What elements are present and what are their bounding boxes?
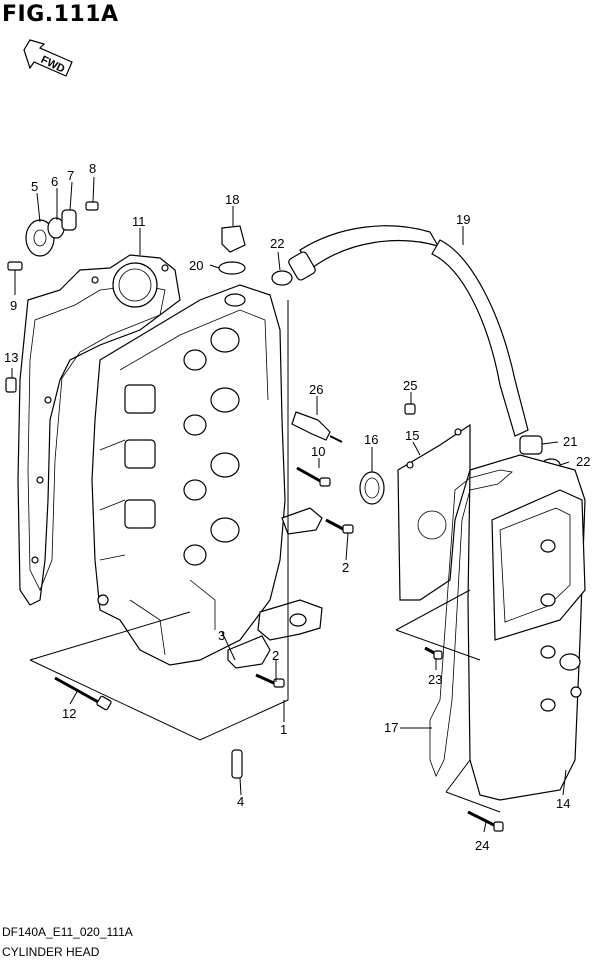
cylinder-head-gasket [17,254,181,606]
callout-22-upper: 22 [270,236,284,251]
spark-plug [291,411,343,443]
cylinder-head-cover [467,454,586,801]
callout-22-lower: 22 [576,454,590,469]
thermostat-cover-assembly [7,201,99,271]
clamp-22-upper [271,270,293,286]
callout-12: 12 [62,706,76,721]
callout-23: 23 [428,672,442,687]
callout-3: 3 [218,628,225,643]
callout-7: 7 [67,168,74,183]
callout-25: 25 [403,378,417,393]
bolt-24 [467,810,504,832]
callout-1: 1 [280,722,287,737]
o-ring-20 [218,261,246,275]
oil-filler-cap [221,225,246,253]
bolt-2-lower [255,673,285,688]
callout-18: 18 [225,192,239,207]
callout-21: 21 [563,434,577,449]
callout-11: 11 [132,214,146,229]
callout-17: 17 [384,720,398,735]
hose [288,225,529,437]
callout-24: 24 [475,838,489,853]
leader-lines [11,176,570,833]
figure-name: CYLINDER HEAD [2,945,100,959]
callout-2-lower: 2 [272,648,279,663]
figure-title: FIG.111A [2,2,119,27]
gasket-15 [397,423,471,601]
bolt-10 [296,466,331,487]
callout-5: 5 [31,179,38,194]
bolt-25 [404,403,416,415]
assembly-frame-lines [29,300,501,813]
callout-13: 13 [4,350,18,365]
bolt-2-upper [325,518,354,534]
callout-2-upper: 2 [342,560,349,575]
callout-6: 6 [51,174,58,189]
cylinder-head [91,284,286,666]
dowel-pin-4 [231,749,243,779]
o-ring-16 [359,471,385,505]
dowel-pin-13 [5,377,17,393]
bolt-23 [424,646,443,660]
cover-gasket-17 [429,469,513,777]
callout-15: 15 [405,428,419,443]
callout-9: 9 [10,298,17,313]
camshaft-cap [227,507,323,669]
figure-code: DF140A_E11_020_111A [2,925,133,939]
callout-4: 4 [237,794,244,809]
callout-14: 14 [556,796,570,811]
callout-19: 19 [456,212,470,227]
callout-20: 20 [189,258,203,273]
fwd-arrow-icon: FWD [23,39,73,77]
callout-10: 10 [311,444,325,459]
hose-fitting-21 [519,435,543,455]
fwd-label: FWD [39,54,67,76]
callout-16: 16 [364,432,378,447]
callout-26: 26 [309,382,323,397]
callout-8: 8 [89,161,96,176]
